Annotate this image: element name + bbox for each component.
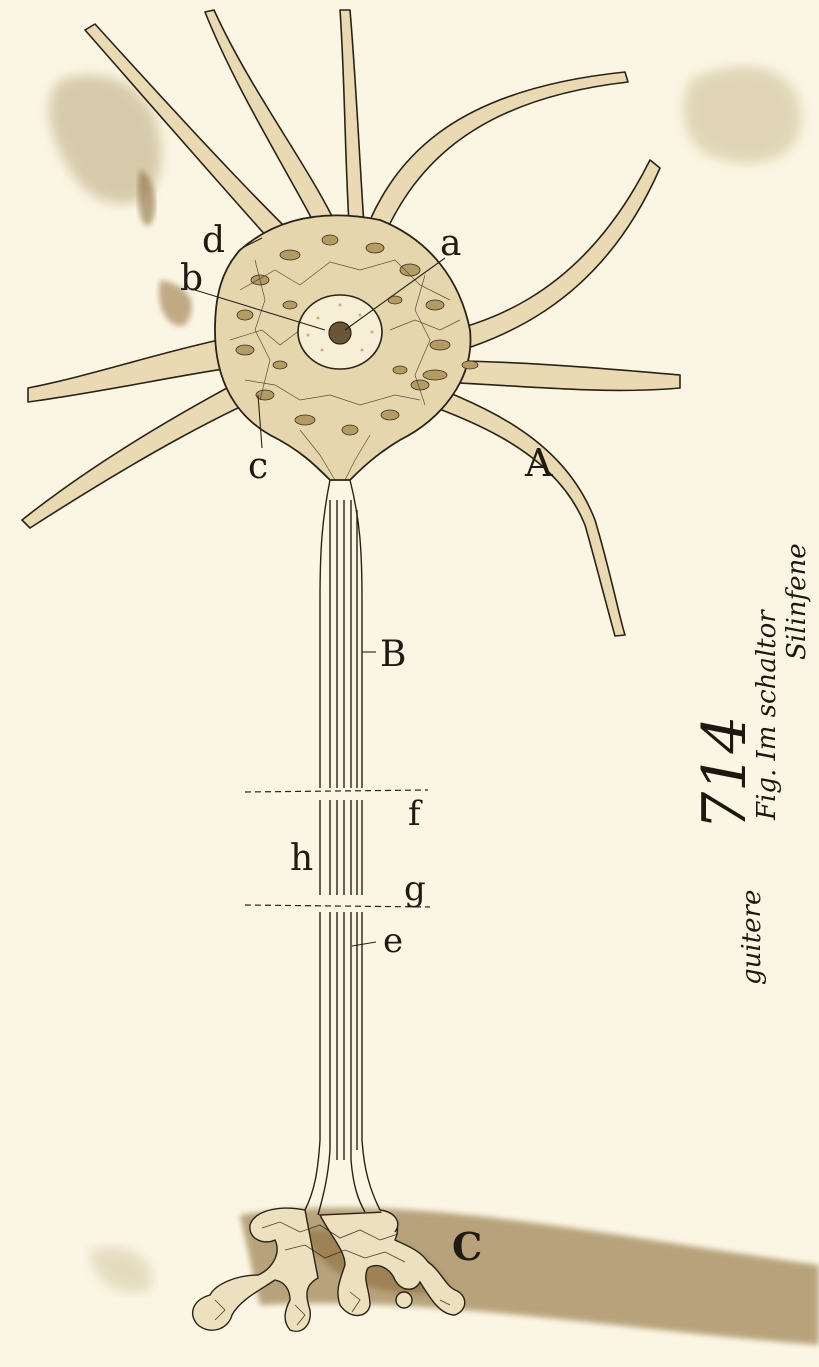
- nucleolus: [329, 322, 351, 344]
- annotation-line3: guitere: [737, 890, 767, 985]
- annotation-number: 714: [690, 715, 760, 830]
- label-e: e: [383, 921, 403, 961]
- axon-lower: [305, 912, 380, 1215]
- label-A: A: [524, 441, 553, 485]
- label-g: g: [404, 869, 426, 909]
- annotation-line2: Silinfene: [782, 543, 812, 660]
- label-d: d: [202, 220, 225, 261]
- nucleus: [298, 295, 382, 369]
- axon-upper: [320, 480, 362, 788]
- axon-middle-segment: [320, 800, 362, 895]
- label-C: C: [452, 1224, 482, 1269]
- label-c: c: [248, 446, 268, 487]
- label-f: f: [408, 794, 423, 834]
- annotation-line1: Fig. Im schaltor: [752, 609, 782, 821]
- label-h: h: [290, 838, 313, 879]
- leader-e: [352, 942, 376, 946]
- label-a: a: [440, 223, 461, 264]
- label-B: B: [380, 634, 406, 675]
- handwritten-annotation: 714 Fig. Im schaltor Silinfene guitere: [690, 543, 812, 985]
- label-b: b: [180, 258, 203, 299]
